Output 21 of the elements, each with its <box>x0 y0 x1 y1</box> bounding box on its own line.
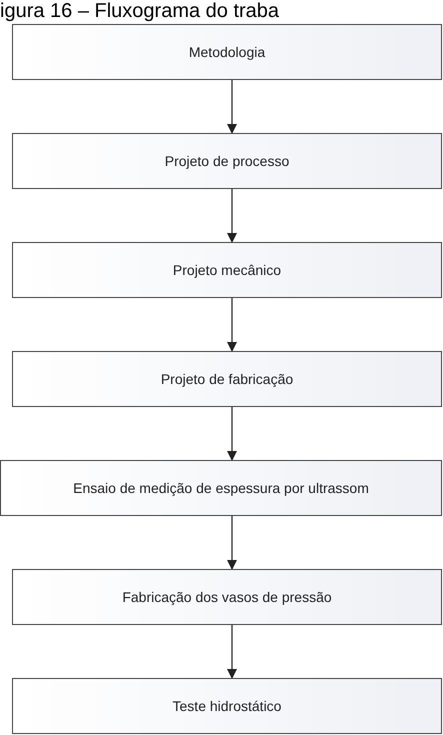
process-box <box>12 569 442 625</box>
arrow <box>227 625 237 679</box>
process-box <box>12 242 442 298</box>
box-label: Fabricação dos vasos de pressão <box>122 589 332 605</box>
arrow <box>227 298 237 352</box>
process-box <box>12 24 442 80</box>
arrow <box>227 189 237 243</box>
arrow <box>227 80 237 134</box>
arrow <box>227 407 237 461</box>
process-box <box>12 133 442 189</box>
box-label: Teste hidrostático <box>172 698 282 714</box>
box-label: Projeto de processo <box>164 153 290 169</box>
process-box <box>0 460 442 516</box>
process-box <box>12 678 442 734</box>
box-label: Metodologia <box>188 44 266 60</box>
box-label: Projeto de fabricação <box>160 371 294 387</box>
arrow <box>227 516 237 570</box>
box-label: Ensaio de medição de espessura por ultrassom <box>73 480 369 496</box>
process-box <box>12 351 442 407</box>
box-label: Projeto mecânico <box>172 262 282 278</box>
figure-title: igura 16 – Fluxograma do traba <box>0 0 280 22</box>
